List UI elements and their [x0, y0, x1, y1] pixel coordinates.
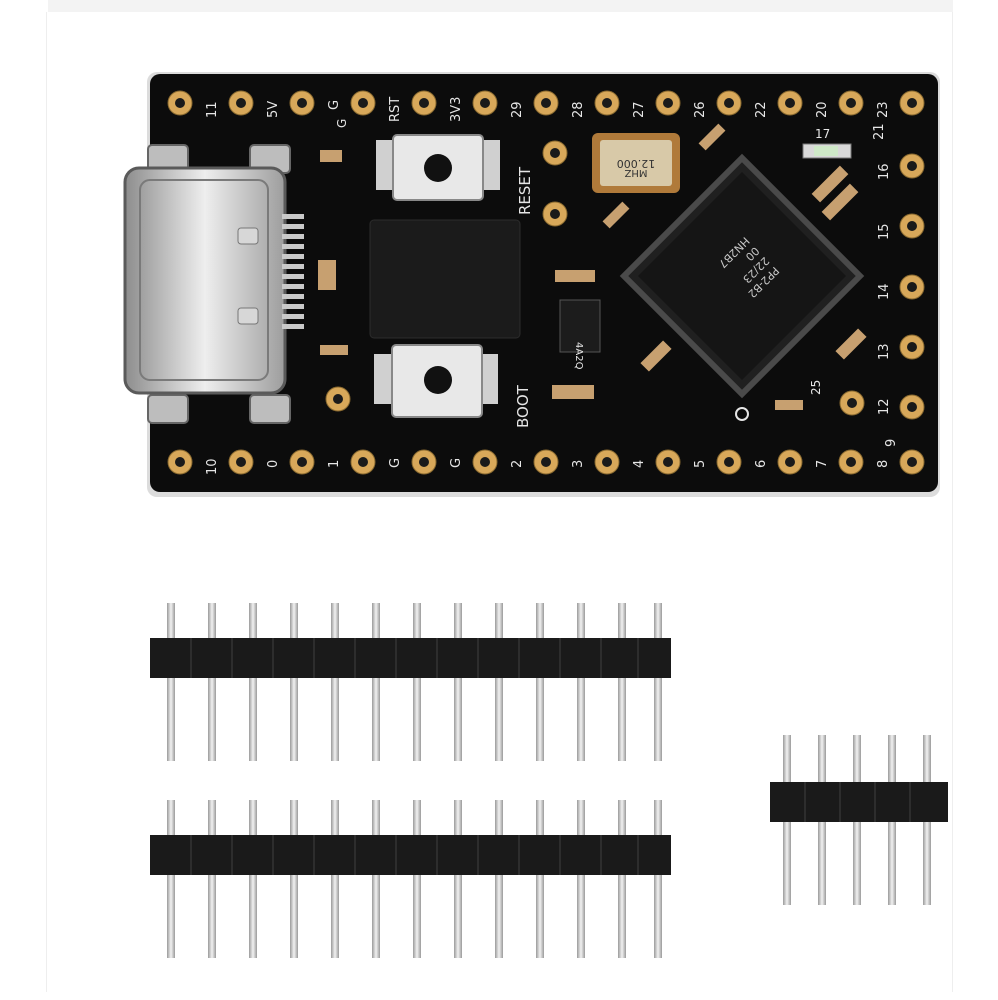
usb-pin-array	[282, 214, 304, 329]
pin-label-g3: G	[388, 458, 403, 468]
header-strip-12-pin-b	[150, 800, 671, 958]
pin-label-1: 1	[327, 460, 342, 468]
top-backdrop-strip	[48, 0, 953, 12]
boot-button[interactable]	[374, 344, 498, 418]
pin-label-g1: G	[327, 100, 342, 110]
pin-label-20: 20	[815, 101, 830, 118]
pin-label-10: 10	[205, 458, 220, 475]
crystal-oscillator: 12.000 MHZ	[592, 133, 680, 193]
header-strip-5-pin	[770, 735, 948, 905]
pin-label-4: 4	[632, 460, 647, 468]
pin-label-22: 22	[754, 101, 769, 118]
pin-label-14: 14	[877, 283, 892, 300]
pin-label-9: 9	[884, 439, 899, 447]
pin-label-21: 21	[872, 123, 887, 140]
led-label: 17	[815, 127, 830, 141]
pin-label-8: 8	[876, 460, 891, 468]
frame-left-line	[46, 12, 47, 992]
pin-label-28: 28	[571, 101, 586, 118]
pin-label-g4: G	[449, 458, 464, 468]
bottom-row-labels: 10 0 1 G G 2 3 4 5 6 7 8	[205, 458, 891, 475]
small-chip: 4A2Q	[559, 299, 601, 370]
pin-label-0: 0	[266, 460, 281, 468]
pin-label-2: 2	[510, 460, 525, 468]
regulator-chip	[369, 219, 521, 339]
pin-label-5: 5	[693, 460, 708, 468]
pin-label-13: 13	[877, 343, 892, 360]
mcu-chip: PP2-B2 22/23 00 HN2B7	[619, 153, 865, 421]
led-lens	[814, 146, 838, 156]
pin-label-11: 11	[205, 101, 220, 118]
boot-label: BOOT	[514, 384, 532, 428]
pin-label-25: 25	[809, 380, 823, 395]
crystal-text-1: 12.000	[617, 157, 656, 170]
right-col-labels: 21 16 15 14 13 12 9	[872, 123, 899, 447]
top-row-labels: 11 5V G G RST 3V3 29 28 27 26 22 20 23	[205, 97, 891, 128]
pin-label-g2: G	[335, 119, 349, 128]
pin-label-7: 7	[815, 460, 830, 468]
pcb-board: 11 5V G G RST 3V3 29 28 27 26 22 20 23 2…	[123, 72, 940, 497]
pin-label-26: 26	[693, 101, 708, 118]
passive-components	[318, 123, 867, 410]
header-strip-12-pin-a	[150, 603, 671, 761]
pin-label-12: 12	[877, 398, 892, 415]
pin-label-rst: RST	[388, 97, 403, 122]
usb-c-connector	[123, 144, 291, 424]
pin-label-29: 29	[510, 101, 525, 118]
reset-label: RESET	[516, 166, 534, 215]
pin-label-5v: 5V	[266, 101, 281, 118]
pin-label-3: 3	[571, 460, 586, 468]
pin-label-16: 16	[877, 163, 892, 180]
pin-label-27: 27	[632, 101, 647, 118]
crystal-text-2: MHZ	[624, 167, 647, 178]
pin-label-15: 15	[877, 223, 892, 240]
frame-right-line	[952, 12, 953, 992]
pin-label-23: 23	[876, 101, 891, 118]
pin1-marker	[735, 407, 749, 421]
small-chip-text: 4A2Q	[573, 342, 584, 370]
pin-label-3v3: 3V3	[449, 97, 464, 122]
pin-label-6: 6	[754, 460, 769, 468]
reset-button[interactable]	[376, 134, 500, 201]
